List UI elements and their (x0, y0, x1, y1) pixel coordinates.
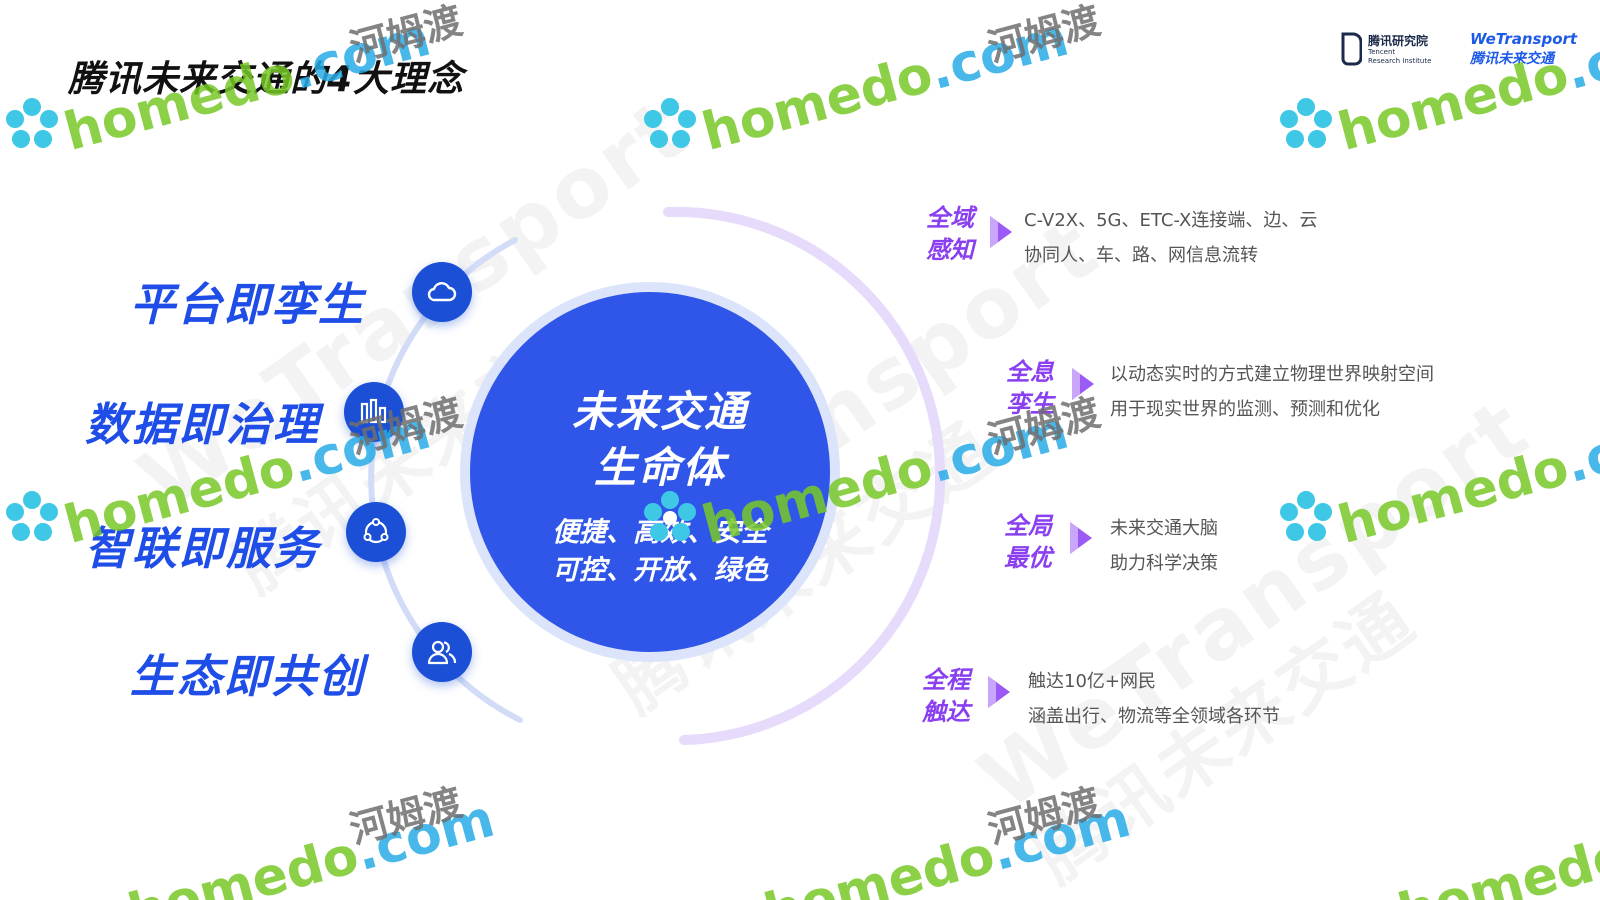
tencent-mark-icon (1341, 32, 1362, 66)
feature-desc-line2: 助力科学决策 (1110, 553, 1218, 574)
data-bars-icon (360, 398, 387, 424)
feature-tag-line2: 触达 (922, 698, 970, 726)
wetransport-logo-en: WeTransport (1470, 30, 1578, 48)
feature-arrow-icon (1072, 368, 1094, 400)
core-title-line2: 生命体 (593, 443, 726, 492)
concept-label-service: 智联即服务 (85, 522, 321, 575)
feature-tag-line1: 全程 (922, 666, 970, 694)
concept-icon-ecosystem (412, 622, 472, 682)
feature-arrow-icon (1070, 522, 1092, 554)
tencent-logo-cn: 腾讯研究院 (1368, 34, 1429, 48)
feature-desc-line2: 用于现实世界的监测、预测和优化 (1110, 399, 1380, 420)
feature-desc-line2: 协同人、车、路、网信息流转 (1024, 245, 1258, 266)
feature-tag-line2: 最优 (1004, 544, 1052, 572)
feature-arrow-icon (990, 216, 1012, 248)
cloud-icon (427, 282, 457, 302)
concept-icon-data (344, 382, 404, 442)
feature-desc-line1: 未来交通大脑 (1110, 518, 1218, 539)
concept-label-platform: 平台即孪生 (130, 278, 366, 331)
concept-label-ecosystem: 生态即共创 (130, 650, 366, 703)
core-values-line2: 可控、开放、绿色 (552, 555, 768, 586)
feature-desc-line1: 触达10亿+网民 (1028, 671, 1156, 692)
wetransport-logo-cn: 腾讯未来交通 (1470, 51, 1554, 67)
wetransport-logo: WeTransport 腾讯未来交通 (1470, 30, 1580, 70)
feature-arrow-icon (988, 676, 1010, 708)
network-icon (363, 518, 389, 544)
concept-label-data: 数据即治理 (85, 398, 321, 451)
core-circle (470, 292, 830, 652)
feature-tag-line1: 全息 (1006, 358, 1054, 386)
feature-tag-line2: 孪生 (1006, 390, 1054, 418)
tencent-logo-en-2: Research Institute (1368, 57, 1432, 65)
concept-icon-service (346, 502, 406, 562)
feature-tag-line1: 全局 (1004, 512, 1052, 540)
page-title: 腾讯未来交通的4大理念 (68, 59, 465, 100)
core-title-line1: 未来交通 (571, 387, 748, 436)
feature-tag-line2: 感知 (926, 236, 974, 264)
feature-tag-line1: 全域 (926, 204, 974, 232)
feature-desc-line1: C-V2X、5G、ETC-X连接端、边、云 (1024, 210, 1318, 231)
feature-desc-line2: 涵盖出行、物流等全领域各环节 (1028, 706, 1280, 727)
tencent-logo-en-1: Tencent (1368, 48, 1396, 56)
core-values-line1: 便捷、高效、安全 (552, 517, 768, 548)
outer-arc (663, 206, 946, 745)
feature-desc-line1: 以动态实时的方式建立物理世界映射空间 (1110, 364, 1434, 385)
tencent-research-logo: 腾讯研究院 Tencent Research Institute (1340, 30, 1448, 70)
people-icon (427, 640, 457, 665)
concept-icon-platform (412, 262, 472, 322)
